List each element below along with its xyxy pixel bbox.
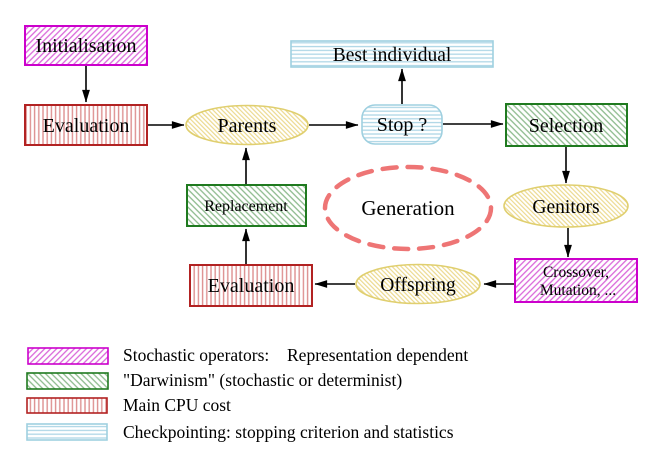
initialisation-box <box>24 25 148 66</box>
initialisation-label: Initialisation <box>35 35 136 57</box>
best-individual-label: Best individual <box>333 45 452 66</box>
node-evaluation-bottom: Evaluation <box>189 264 313 307</box>
node-selection: Selection <box>505 103 628 147</box>
generation-dashed-ellipse <box>322 164 494 252</box>
replacement-label: Replacement <box>204 198 288 215</box>
selection-box <box>505 103 628 147</box>
node-best-individual: Best individual <box>290 40 494 68</box>
legend-item-checkpointing: Checkpointing: stopping criterion and st… <box>26 422 454 442</box>
crossover-mutation-box <box>514 258 638 303</box>
mutation-label: Mutation, ... <box>540 282 616 299</box>
evaluation-bottom-label: Evaluation <box>208 275 295 297</box>
node-stop: Stop ? <box>361 104 443 145</box>
offspring-label: Offspring <box>380 275 456 296</box>
node-initialisation: Initialisation <box>24 25 148 66</box>
evaluation-top-box <box>24 104 148 146</box>
node-genitors: Genitors <box>503 184 629 228</box>
node-replacement: Replacement <box>186 184 307 227</box>
legend-cpu-label: Main CPU cost <box>123 395 231 415</box>
cyan-hatch-swatch <box>26 423 108 441</box>
parents-label: Parents <box>218 115 277 137</box>
node-parents: Parents <box>185 104 309 146</box>
parents-ellipse <box>185 104 309 146</box>
legend-item-cpu-cost: Main CPU cost <box>26 395 231 415</box>
legend-darwinism-label: "Darwinism" (stochastic or determinist) <box>123 370 402 390</box>
node-offspring: Offspring <box>355 263 481 305</box>
evaluation-bottom-box <box>189 264 313 307</box>
genitors-label: Genitors <box>532 197 599 218</box>
legend-item-stochastic-operators: Stochastic operators: Representation dep… <box>27 345 468 365</box>
generation-loop: Generation <box>322 164 494 252</box>
red-hatch-swatch <box>26 397 108 414</box>
legend-representation-label: Representation dependent <box>287 345 468 365</box>
offspring-ellipse <box>355 263 481 305</box>
evaluation-top-label: Evaluation <box>43 115 130 137</box>
legend-stochastic-label: Stochastic operators: <box>123 345 269 365</box>
stop-box <box>361 104 443 145</box>
legend-checkpointing-label: Checkpointing: stopping criterion and st… <box>123 422 454 442</box>
genitors-ellipse <box>503 184 629 228</box>
replacement-box <box>186 184 307 227</box>
best-individual-box <box>290 40 494 68</box>
generation-label: Generation <box>361 196 455 220</box>
legend-item-darwinism: "Darwinism" (stochastic or determinist) <box>26 370 402 390</box>
flow-arrows <box>82 66 572 288</box>
stop-label: Stop ? <box>377 114 428 136</box>
magenta-hatch-swatch <box>27 347 109 365</box>
crossover-label: Crossover, <box>543 264 609 281</box>
node-crossover-mutation: Crossover, Mutation, ... <box>514 258 638 303</box>
green-hatch-swatch <box>26 372 109 390</box>
node-evaluation-top: Evaluation <box>24 104 148 146</box>
selection-label: Selection <box>529 115 603 137</box>
legend: Stochastic operators: Representation dep… <box>26 345 468 442</box>
